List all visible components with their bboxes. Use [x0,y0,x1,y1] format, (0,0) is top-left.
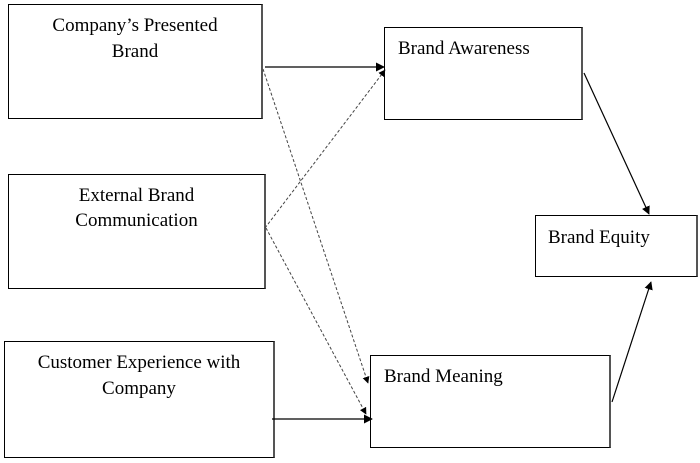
node-brand-equity: Brand Equity [535,215,698,277]
node-external-brand-communication: External Brand Communication [8,174,266,289]
node-customer-experience: Customer Experience with Company [4,341,275,458]
node-label-line1: External Brand [78,185,195,206]
edge-presented-to-meaning [262,68,370,384]
node-label-line1: Customer Experience with [37,352,241,373]
edge-external-to-awareness [264,69,386,229]
node-brand-meaning: Brand Meaning [370,355,611,448]
node-companys-presented-brand: Company’s Presented Brand [8,4,263,119]
node-label-line2: Communication [75,210,198,231]
node-brand-awareness: Brand Awareness [384,27,583,120]
node-label-line2: Company [102,378,176,399]
edge-meaning-to-equity [611,281,653,403]
node-label: Brand Awareness [398,38,530,59]
node-label-line1: Company’s Presented [52,15,218,36]
node-label: Brand Meaning [384,366,503,387]
edge-awareness-to-equity [583,72,650,215]
node-label-line2: Brand [111,41,159,62]
edge-external-to-meaning [265,227,367,415]
node-label: Brand Equity [548,227,650,248]
